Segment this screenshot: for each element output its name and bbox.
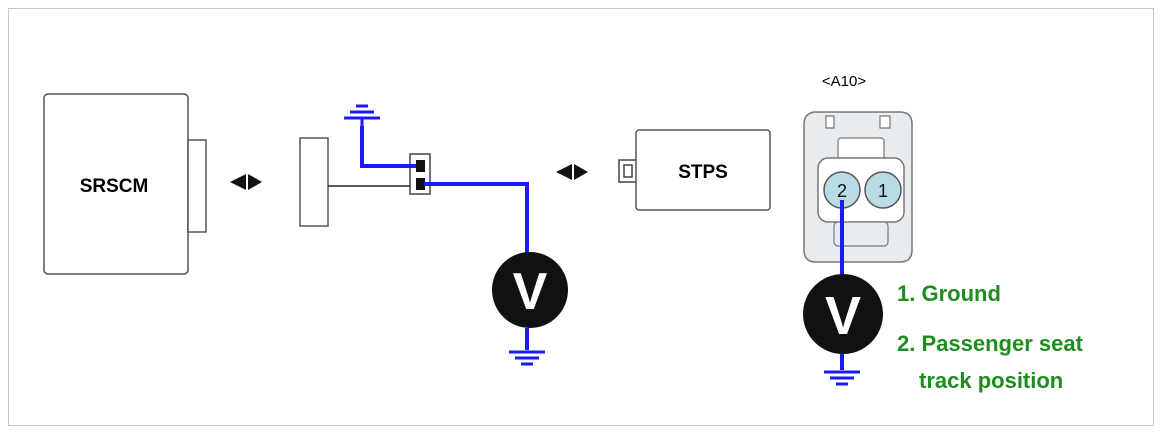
srscm-label: SRSCM [80, 176, 149, 197]
voltmeter-icon: V [492, 252, 568, 328]
legend-item-ground: 1. Ground [897, 281, 1001, 306]
stps-module: STPS [618, 129, 771, 211]
voltmeter-icon: V [803, 274, 883, 354]
stps-label: STPS [678, 162, 728, 183]
ground-symbol-icon [509, 350, 545, 366]
terminal-block [409, 153, 431, 195]
pin-2: 2 [823, 171, 861, 209]
probe-wire [424, 182, 529, 262]
legend-item-seat-track-line1: 2. Passenger seat [897, 331, 1084, 356]
voltmeter-right-label: V [825, 286, 861, 346]
legend-item-seat-track-line2: track position [919, 368, 1063, 393]
diagram-frame [8, 8, 1154, 426]
ground-symbol-icon [824, 370, 860, 386]
ground-wire [360, 126, 416, 168]
pin-legend: 1. Ground 2. Passenger seat track positi… [897, 281, 1084, 393]
pin-2-label: 2 [837, 181, 847, 201]
pin-1-label: 1 [878, 181, 888, 201]
harness-connector [299, 137, 329, 227]
bidirectional-arrow-icon [230, 174, 262, 190]
ground-symbol-icon [344, 104, 380, 126]
connector-id-label: <A10> [822, 73, 866, 90]
voltmeter-left-label: V [513, 263, 548, 321]
srscm-module: SRSCM [43, 93, 207, 275]
pin-1: 1 [864, 171, 902, 209]
bidirectional-arrow-icon [556, 164, 588, 180]
